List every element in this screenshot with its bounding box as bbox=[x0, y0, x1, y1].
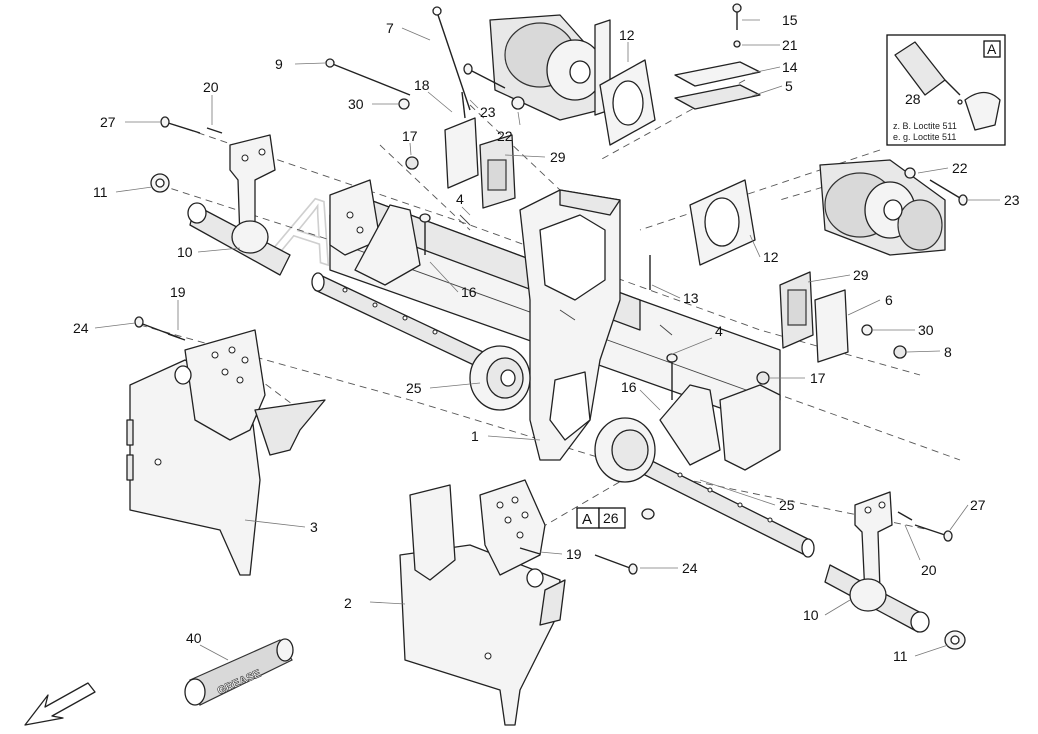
inset-note-en: e. g. Loctite 511 bbox=[893, 132, 956, 142]
label-25-right: 25 bbox=[779, 497, 795, 513]
detail-ref-a: A 26 bbox=[576, 507, 626, 529]
inset-a-box: A 28 z. B. Loctite 511 e. g. Loctite 511 bbox=[886, 34, 1006, 146]
inset-letter: A bbox=[987, 41, 997, 57]
label-40: 40 bbox=[186, 630, 202, 646]
part-labels: 7 15 21 14 5 12 9 18 23 30 22 17 29 4 20… bbox=[73, 12, 1020, 664]
leader-lines bbox=[94, 19, 1000, 661]
main-frame bbox=[329, 179, 781, 471]
label-14: 14 bbox=[782, 59, 798, 75]
left-flange bbox=[469, 345, 531, 411]
label-29-left: 29 bbox=[550, 149, 566, 165]
direction-arrow bbox=[24, 682, 96, 726]
label-21: 21 bbox=[782, 37, 798, 53]
detail-ref-letter: A bbox=[582, 511, 592, 528]
grease-tube: GREASE bbox=[184, 638, 294, 706]
label-27-right: 27 bbox=[970, 497, 986, 513]
upper-gasket bbox=[599, 59, 656, 146]
right-side-plate bbox=[399, 479, 566, 726]
label-19-left: 19 bbox=[170, 284, 186, 300]
label-22-top: 22 bbox=[497, 128, 513, 144]
inset-part-number: 28 bbox=[905, 91, 921, 107]
label-29-right: 29 bbox=[853, 267, 869, 283]
label-23-top: 23 bbox=[480, 104, 496, 120]
inset-note-de: z. B. Loctite 511 bbox=[893, 121, 957, 131]
label-2: 2 bbox=[344, 595, 352, 611]
label-6: 6 bbox=[885, 292, 893, 308]
label-10-right: 10 bbox=[803, 607, 819, 623]
label-12-right: 12 bbox=[763, 249, 779, 265]
detail-ref-number: 26 bbox=[603, 510, 619, 526]
label-30-left: 30 bbox=[348, 96, 364, 112]
label-17-right: 17 bbox=[810, 370, 826, 386]
upper-gear-motor bbox=[489, 14, 611, 121]
label-22-right: 22 bbox=[952, 160, 968, 176]
label-7: 7 bbox=[386, 20, 394, 36]
label-18: 18 bbox=[414, 77, 430, 93]
label-3: 3 bbox=[310, 519, 318, 535]
label-27-left: 27 bbox=[100, 114, 116, 130]
label-10-left: 10 bbox=[177, 244, 193, 260]
right-pivot-arm bbox=[824, 491, 966, 650]
label-16-center: 16 bbox=[621, 379, 637, 395]
label-1: 1 bbox=[471, 428, 479, 444]
label-11-left: 11 bbox=[93, 184, 108, 200]
label-12-top: 12 bbox=[619, 27, 635, 43]
label-24-right: 24 bbox=[682, 560, 698, 576]
left-side-plate bbox=[126, 329, 326, 576]
left-pivot-arm bbox=[150, 134, 291, 276]
label-24-left: 24 bbox=[73, 320, 89, 336]
lower-gear-motor bbox=[819, 159, 946, 256]
label-17-left: 17 bbox=[402, 128, 418, 144]
label-15: 15 bbox=[782, 12, 798, 28]
label-30-right: 30 bbox=[918, 322, 934, 338]
label-13: 13 bbox=[683, 290, 699, 306]
fasteners bbox=[134, 3, 968, 575]
right-drive-shaft bbox=[594, 417, 815, 558]
label-5: 5 bbox=[785, 78, 793, 94]
label-8: 8 bbox=[944, 344, 952, 360]
cover-plates bbox=[674, 61, 761, 110]
label-9: 9 bbox=[275, 56, 283, 72]
label-25-left: 25 bbox=[406, 380, 422, 396]
small-plates bbox=[444, 117, 849, 363]
label-23-right: 23 bbox=[1004, 192, 1020, 208]
label-20-right: 20 bbox=[921, 562, 937, 578]
label-11-right: 11 bbox=[893, 648, 908, 664]
label-20-left: 20 bbox=[203, 79, 219, 95]
label-16-left: 16 bbox=[461, 284, 477, 300]
label-4-left: 4 bbox=[456, 191, 464, 207]
label-4-right: 4 bbox=[715, 323, 723, 339]
lower-gasket bbox=[689, 179, 756, 266]
label-19-right: 19 bbox=[566, 546, 582, 562]
